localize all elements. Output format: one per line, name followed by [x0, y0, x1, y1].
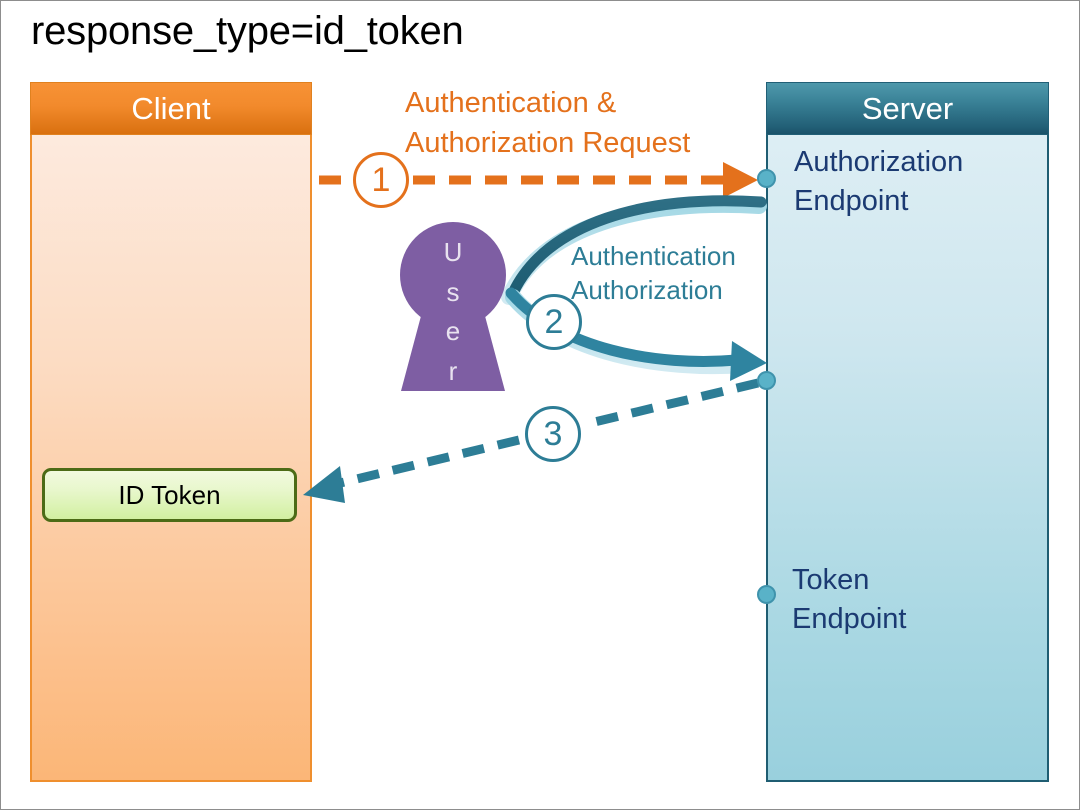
page-title: response_type=id_token — [31, 9, 464, 53]
server-box: Server — [766, 82, 1049, 782]
authorization-endpoint-label: Authorization Endpoint — [794, 146, 964, 218]
connector-dot-token-icon — [757, 585, 776, 604]
token-endpoint-label: Token Endpoint — [792, 564, 907, 636]
id-token-box: ID Token — [42, 468, 297, 522]
server-header: Server — [766, 82, 1049, 135]
connector-dot-authorization-lower-icon — [757, 371, 776, 390]
flow-1-label: Authentication & Authorization Request — [405, 87, 691, 160]
client-header: Client — [30, 82, 312, 135]
user-letter: e — [445, 316, 461, 347]
user-letter: s — [446, 276, 460, 307]
step-marker-2: 2 — [526, 294, 582, 350]
user-letter: r — [448, 355, 458, 386]
user-letter: U — [443, 237, 463, 267]
server-body — [766, 135, 1049, 782]
step-marker-3: 3 — [525, 406, 581, 462]
user-keyhole-icon — [400, 222, 506, 391]
client-body — [30, 135, 312, 782]
connector-dot-authorization-icon — [757, 169, 776, 188]
flow-2-label: Authentication Authorization — [571, 241, 736, 306]
client-box: Client — [30, 82, 312, 782]
user-label: U s e r — [394, 233, 512, 391]
step-marker-1: 1 — [353, 152, 409, 208]
